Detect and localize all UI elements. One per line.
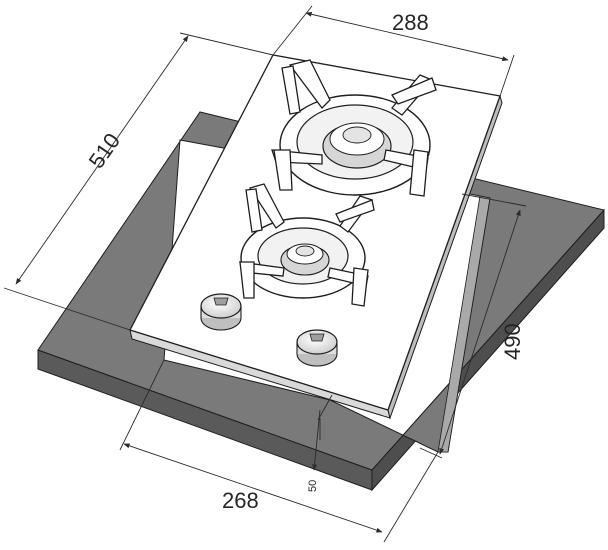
- dimline-width-top-ext2: [499, 54, 515, 97]
- burner-large-grate-arm: [409, 149, 429, 197]
- dimline-cutout-depth: [439, 209, 521, 455]
- burner-small-grate-arm: [245, 188, 263, 233]
- label-cutout-depth: 490: [500, 323, 525, 360]
- burner-large-grate-arm: [391, 77, 437, 105]
- dimline-cutout-width-ext1: [119, 359, 165, 451]
- dimline-offset: [312, 409, 321, 471]
- burner-small-grate-arm: [239, 261, 255, 299]
- label-width-top: 288: [392, 10, 429, 35]
- dimension-lines: [3, 5, 527, 543]
- gas-burner-large-icon: [271, 59, 437, 197]
- burner-small-grate-arm: [351, 267, 369, 307]
- burner-large-grate-arm: [273, 149, 293, 191]
- label-cutout-width: 268: [222, 488, 259, 513]
- control-knob-icon: [200, 293, 242, 331]
- dimline-cutout-depth-ext2: [419, 447, 443, 459]
- dimline-cutout-width: [123, 443, 383, 533]
- gas-burner-small-icon: [239, 183, 375, 307]
- burner-small-grate-arm: [248, 183, 285, 229]
- dimline-offset-ext: [317, 394, 333, 421]
- dimline-cutout-depth-ext1: [461, 193, 527, 207]
- burner-small-grate-arm: [335, 199, 375, 223]
- dimline-depth-ext2: [3, 287, 131, 331]
- dimline-depth-ext1: [179, 32, 274, 56]
- dimline-cutout-width-ext2: [383, 451, 439, 543]
- burner-large-grate-arm: [288, 59, 331, 109]
- label-offset-bottom: 50: [307, 480, 319, 492]
- dimline-width-top: [305, 11, 509, 62]
- dimline-depth-left: [15, 35, 189, 285]
- control-knob-icon: [296, 329, 338, 367]
- burner-large-grate-arm: [281, 65, 301, 115]
- watermark: catalog.onliner.by: [511, 532, 600, 543]
